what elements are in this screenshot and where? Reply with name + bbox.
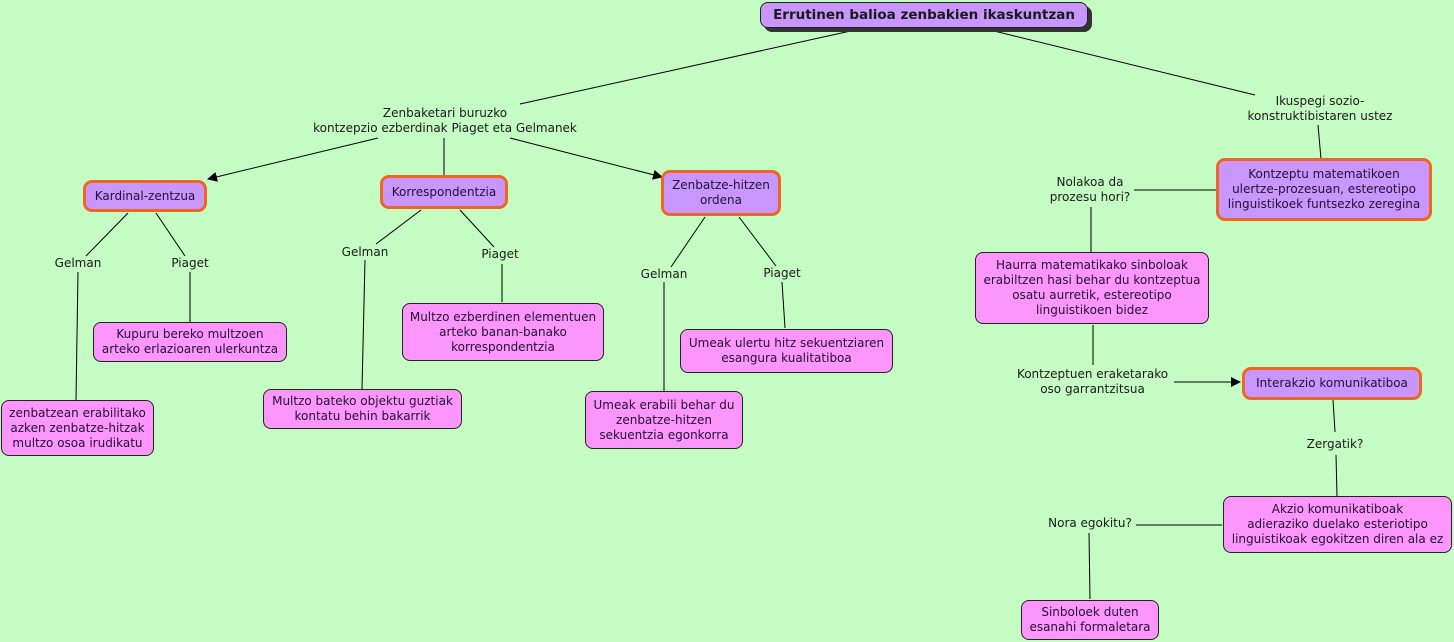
link-label-piaget: Piaget <box>171 256 209 270</box>
link-root-right <box>989 29 1256 96</box>
leaf-umeak-erabili[interactable]: Umeak erabili behar du zenbatze-hitzen s… <box>585 391 743 449</box>
link-to-zenbatze <box>509 137 663 180</box>
leaf-multzo-ezberdinen[interactable]: Multzo ezberdinen elementuen arteko bana… <box>402 303 604 361</box>
link-label-gelman: Gelman <box>341 245 389 259</box>
link-label-piaget: Piaget <box>481 247 519 261</box>
leaf-sinboloek-duten[interactable]: Sinboloek duten esanahi formaletara <box>1021 600 1159 640</box>
link-label-kontzepzio: Zenbaketari buruzko kontzepzio ezberdina… <box>313 106 577 135</box>
concept-kardinal-zentzua[interactable]: Kardinal-zentzua <box>83 180 207 212</box>
leaf-kupuru-bereko[interactable]: Kupuru bereko multzoen arteko erlazioare… <box>93 322 287 362</box>
concept-kontzeptu-matematikoen[interactable]: Kontzeptu matematikoen ulertze-prozesuan… <box>1216 158 1432 221</box>
link-root-left <box>519 29 856 105</box>
link-label-gelman: Gelman <box>640 267 688 281</box>
leaf-multzo-bateko[interactable]: Multzo bateko objektu guztiak kontatu be… <box>263 389 462 429</box>
leaf-zenbatzean-erabilitako[interactable]: zenbatzean erabilitako azken zenbatze-hi… <box>1 400 154 456</box>
link-label-kontzeptuen: Kontzeptuen eraketarako oso garrantzitsu… <box>1016 367 1169 396</box>
link-label-nora: Nora egokitu? <box>1048 516 1132 530</box>
link-label-gelman: Gelman <box>54 256 102 270</box>
concept-zenbatze-hitzen-ordena[interactable]: Zenbatze-hitzen ordena <box>661 170 781 216</box>
root-concept[interactable]: Errutinen balioa zenbakien ikaskuntzan <box>760 2 1088 28</box>
leaf-akzio-komunikatiboak[interactable]: Akzio komunikatiboak adieraziko duelako … <box>1223 496 1452 553</box>
link-label-nolakoa: Nolakoa da prozesu hori? <box>1049 175 1131 204</box>
link-label-zergatik: Zergatik? <box>1306 437 1364 451</box>
link-label-piaget: Piaget <box>763 266 801 280</box>
link-label-ikuspegi: Ikuspegi sozio- konstruktibistaren ustez <box>1247 94 1393 123</box>
concept-korrespondentzia[interactable]: Korrespondentzia <box>380 175 508 209</box>
leaf-umeak-ulertu[interactable]: Umeak ulertu hitz sekuentziaren esangura… <box>680 329 893 373</box>
leaf-haurra-matematikako[interactable]: Haurra matematikako sinboloak erabiltzen… <box>975 252 1209 324</box>
link-to-kardinal <box>207 137 379 182</box>
concept-interakzio-komunikatiboa[interactable]: Interakzio komunikatiboa <box>1242 367 1422 400</box>
